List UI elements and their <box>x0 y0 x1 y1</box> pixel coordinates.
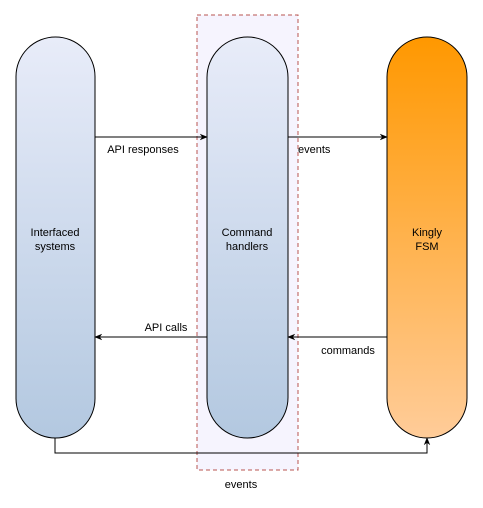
kingly-fsm-label-line1: Kingly <box>412 227 442 239</box>
events-bottom-edge[interactable] <box>54 437 431 454</box>
api-responses-label: API responses <box>107 144 179 156</box>
interfaced-systems-label-line2: systems <box>35 241 76 253</box>
events-top-label: events <box>298 144 331 156</box>
command-handlers-node[interactable] <box>206 36 289 439</box>
kingly-fsm-label-line2: FSM <box>415 241 438 253</box>
api-calls-label: API calls <box>145 322 188 334</box>
interfaced-systems-label-line1: Interfaced <box>31 227 80 239</box>
command-handlers-label-line1: Command <box>222 227 273 239</box>
events-bottom-label: events <box>225 479 258 491</box>
command-handlers-label-line2: handlers <box>226 241 269 253</box>
commands-label: commands <box>321 345 375 357</box>
